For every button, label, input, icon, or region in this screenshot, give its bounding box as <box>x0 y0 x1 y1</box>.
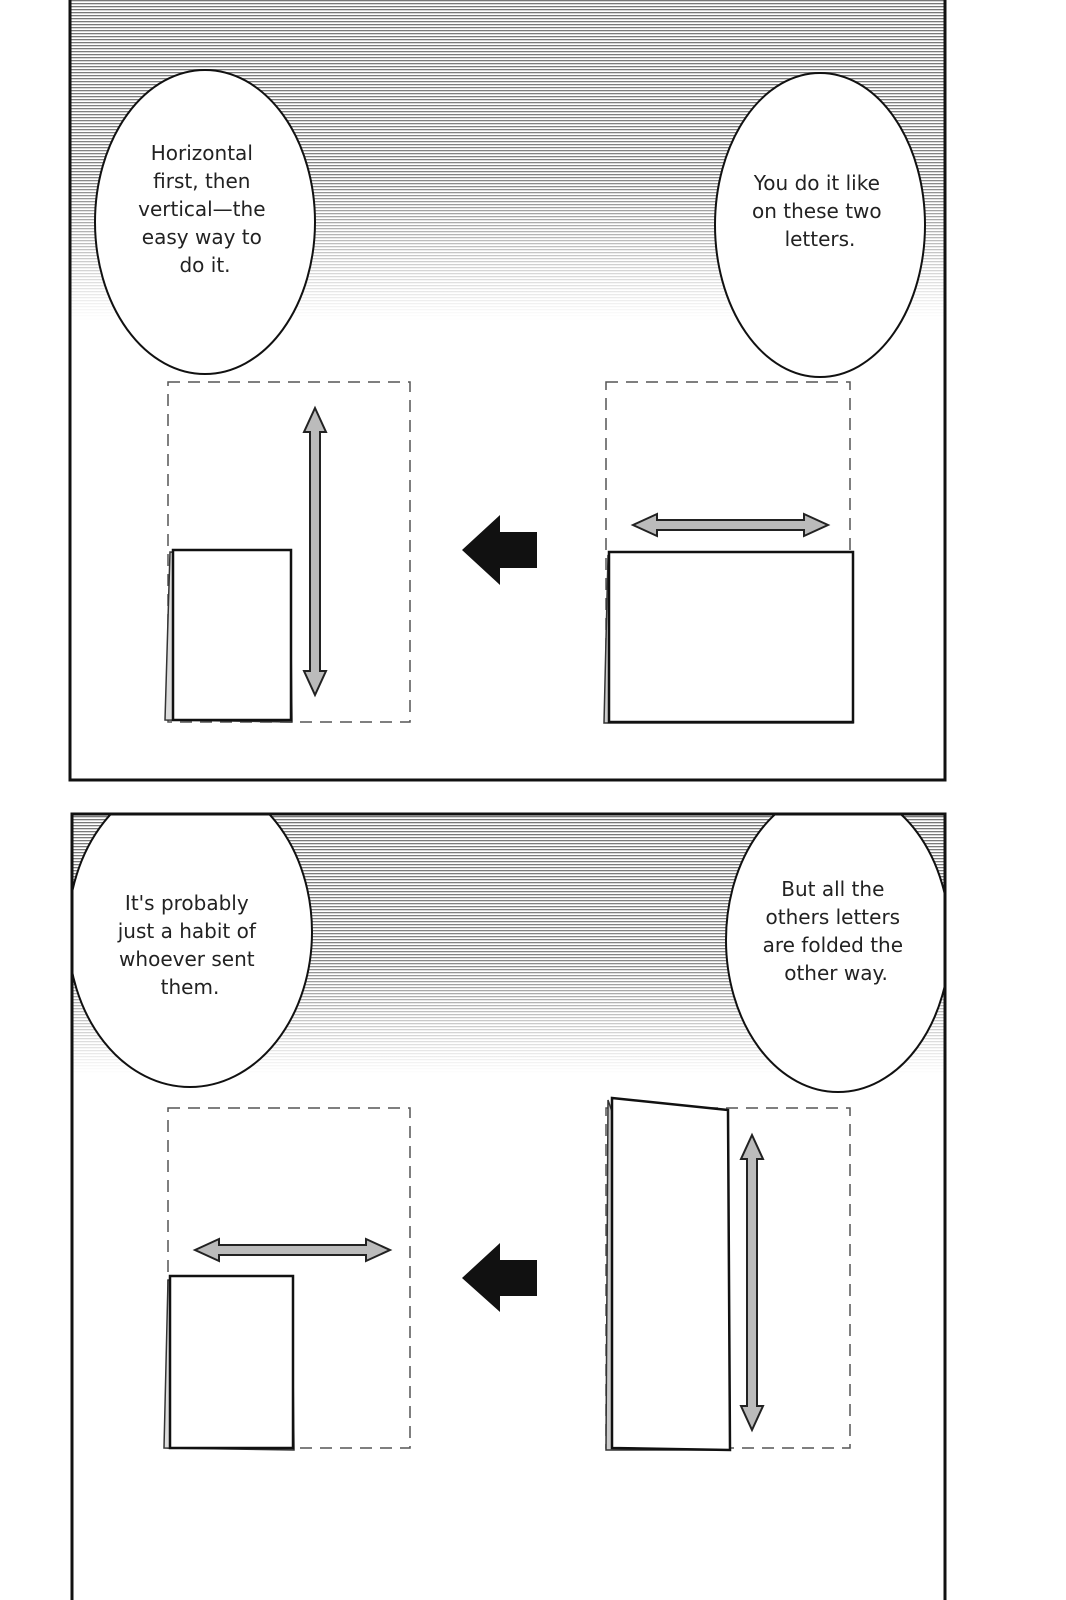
panel-border <box>70 812 947 1600</box>
svg-text:Horizontal first, then: Horizontal first, then vertical—the easy… <box>138 141 272 277</box>
speech-bubble-left: Horizontal first, then vertical—the easy… <box>94 69 316 375</box>
bubble-line: whoever sent <box>119 947 255 971</box>
horizontal-double-arrow-icon <box>630 512 831 538</box>
speech-bubble-right: You do it like on these two letters. <box>714 72 926 378</box>
panel-1: Horizontal first, then vertical—the easy… <box>70 0 945 724</box>
vertical-double-arrow-icon <box>739 1132 765 1433</box>
bubble-line: letters. <box>785 227 856 251</box>
speech-bubble-left: It's probably just a habit of whoever se… <box>72 814 313 1088</box>
panel-border <box>68 0 947 782</box>
horizontal-double-arrow-icon <box>192 1237 393 1263</box>
vertical-double-arrow-icon <box>302 405 328 698</box>
svg-text:It's probably just a h: It's probably just a habit of whoever se… <box>117 891 262 999</box>
fold-diagram-start <box>603 381 855 724</box>
bubble-line: are folded the <box>763 933 903 957</box>
bubble-line: them. <box>161 975 220 999</box>
bubble-line: Horizontal <box>151 141 253 165</box>
bubble-line: vertical—the <box>138 197 265 221</box>
panel-2: It's probably just a habit of whoever se… <box>72 814 945 1452</box>
speech-bubble-right: But all the others letters are folded th… <box>725 814 945 1093</box>
svg-text:But all the others let: But all the others letters are folded th… <box>763 877 910 985</box>
bubble-line: first, then <box>153 169 250 193</box>
bubble-line: You do it like <box>753 171 880 195</box>
svg-text:You do it like on thes: You do it like on these two letters. <box>752 171 888 251</box>
bubble-line: do it. <box>179 253 230 277</box>
bubble-line: others letters <box>766 905 901 929</box>
fold-diagram-result <box>164 381 411 723</box>
left-arrow-icon <box>462 515 537 585</box>
bubble-line: It's probably <box>125 891 249 915</box>
bubble-line: just a habit of <box>117 919 257 943</box>
bubble-line: on these two <box>752 199 882 223</box>
fold-diagram-start <box>605 1096 851 1452</box>
bubble-line: easy way to <box>142 225 262 249</box>
fold-diagram-result <box>163 1107 411 1451</box>
bubble-line: But all the <box>781 877 884 901</box>
bubble-line: other way. <box>784 961 888 985</box>
left-arrow-icon <box>462 1243 537 1312</box>
